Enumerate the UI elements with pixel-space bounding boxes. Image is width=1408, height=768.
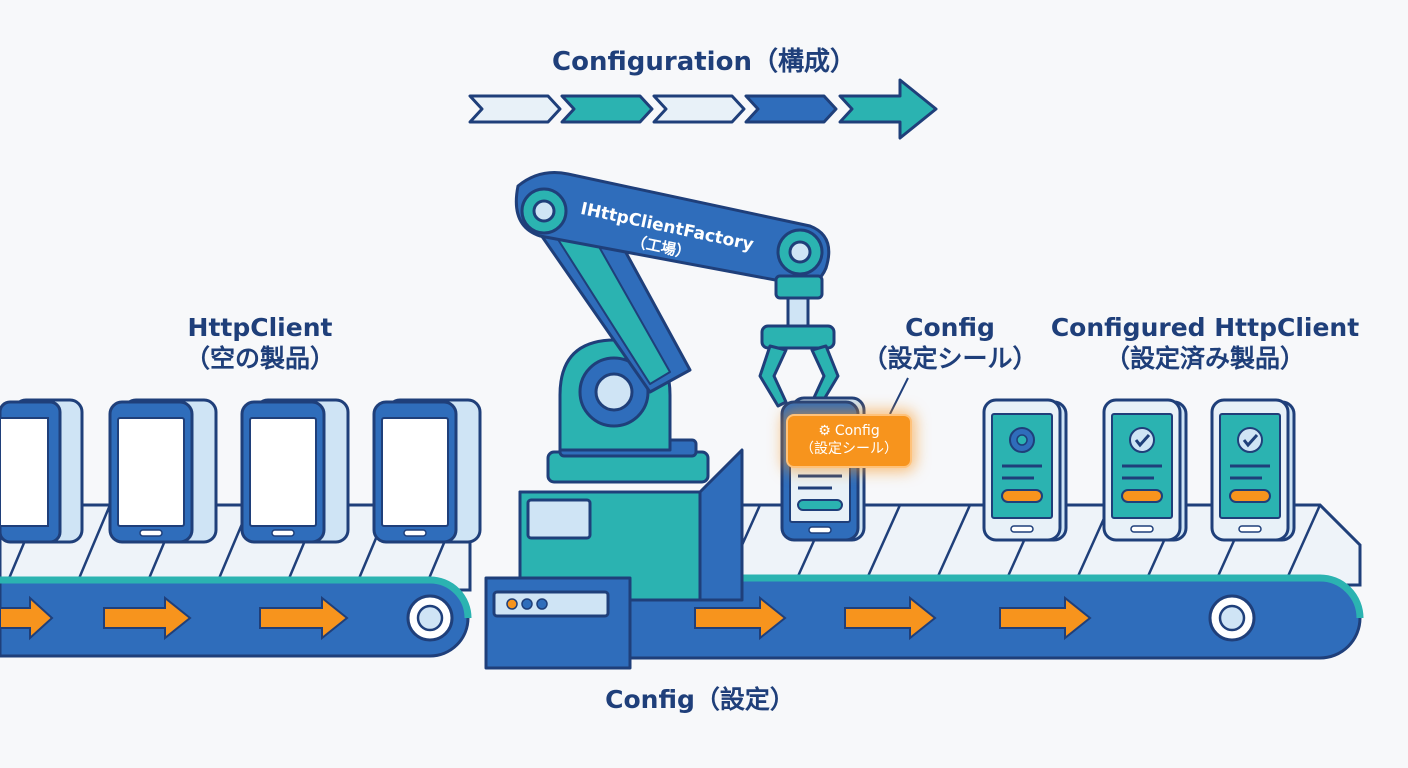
phone-device	[372, 398, 482, 544]
chevron-3	[652, 94, 746, 124]
configuration-progress-chevrons	[468, 78, 938, 140]
sticker-line1: Config	[834, 423, 880, 439]
httpclient-label-line2: （空の製品）	[184, 344, 335, 374]
httpclient-label-line1: HttpClient	[187, 313, 333, 342]
configured-httpclient-label: Configured HttpClient （設定済み製品）	[1020, 312, 1390, 375]
httpclient-label: HttpClient （空の製品）	[130, 312, 390, 375]
check-icon	[1129, 427, 1155, 453]
empty-phones	[0, 398, 482, 544]
phone-device	[240, 398, 350, 544]
gear-icon	[1009, 427, 1035, 453]
chevron-arrowhead	[838, 78, 938, 140]
robot-arm: IHttpClientFactory （工場）	[484, 171, 840, 670]
configured-phones	[982, 398, 1296, 542]
config-pointer-line	[889, 377, 909, 415]
config-label-line2: （設定シール）	[862, 344, 1038, 374]
chevron-4	[744, 94, 838, 124]
config-sticker: ⚙Config （設定シール）	[786, 414, 912, 468]
machine-screen	[526, 498, 592, 540]
phone-device	[108, 398, 218, 544]
phone-device	[1210, 398, 1296, 542]
phone-device	[0, 398, 84, 544]
gear-icon: ⚙	[818, 423, 831, 439]
config-bottom-label: Config（設定）	[605, 685, 795, 714]
arrow-right-icon	[0, 595, 349, 641]
chevron-1	[468, 94, 562, 124]
check-icon	[1237, 427, 1263, 453]
config-label-line1: Config	[905, 313, 995, 342]
configuration-title: Configuration（構成）	[552, 47, 856, 77]
configured-label-line2: （設定済み製品）	[1104, 344, 1305, 374]
sticker-line2: （設定シール）	[800, 441, 898, 458]
config-sticker-label: Config （設定シール）	[820, 312, 1080, 375]
configured-label-line1: Configured HttpClient	[1050, 313, 1360, 342]
chevron-2	[560, 94, 654, 124]
left-conveyor	[0, 503, 472, 658]
phone-device	[982, 398, 1068, 542]
arrow-right-icon	[694, 595, 1092, 641]
phone-device	[1102, 398, 1188, 542]
